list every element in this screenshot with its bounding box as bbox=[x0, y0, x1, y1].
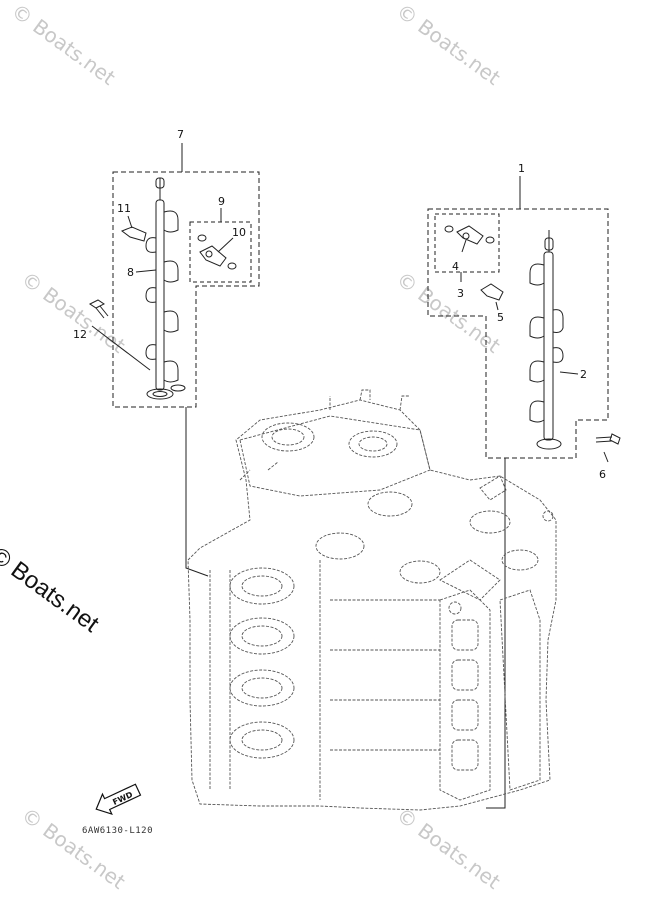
left-fuel-rail-group bbox=[89, 143, 260, 577]
callout-2: 2 bbox=[580, 368, 587, 381]
leader-12 bbox=[91, 325, 151, 371]
engine-block bbox=[187, 389, 557, 811]
callout-5: 5 bbox=[497, 311, 504, 324]
forward-arrow: FWD bbox=[95, 783, 142, 816]
pressure-regulator-right bbox=[444, 225, 495, 245]
pressure-regulator-part bbox=[197, 234, 237, 270]
leader-6 bbox=[603, 451, 609, 463]
clip-11 bbox=[120, 226, 147, 242]
watermark-text: © Boats.net bbox=[7, 0, 120, 90]
bolt-12 bbox=[89, 299, 109, 319]
callout-4: 4 bbox=[452, 260, 459, 273]
clip-5 bbox=[480, 283, 504, 301]
watermark-text: © Boats.net bbox=[392, 0, 505, 90]
leader-2 bbox=[559, 371, 579, 375]
callout-9: 9 bbox=[218, 195, 225, 208]
diagram-code: 6AW6130-L120 bbox=[82, 826, 154, 836]
leader-5 bbox=[495, 301, 499, 311]
group-3-outline bbox=[434, 213, 500, 273]
watermark-group: © Boats.net © Boats.net © Boats.net © Bo… bbox=[7, 0, 505, 894]
callout-labels: 1 2 3 4 5 6 7 8 9 10 11 12 bbox=[73, 128, 606, 481]
callout-3: 3 bbox=[457, 287, 464, 300]
watermark-text: © Boats.net bbox=[17, 803, 130, 894]
callout-8: 8 bbox=[127, 266, 134, 279]
fuel-rail-left bbox=[145, 177, 186, 400]
callout-10: 10 bbox=[232, 226, 246, 239]
leader-11 bbox=[127, 215, 133, 229]
right-fuel-rail-group bbox=[427, 176, 621, 809]
routing-line-left bbox=[185, 407, 209, 577]
callout-6: 6 bbox=[599, 468, 606, 481]
callout-1: 1 bbox=[518, 162, 525, 175]
routing-line-right bbox=[486, 458, 506, 809]
forward-arrow-icon bbox=[95, 783, 142, 816]
group-7-outline bbox=[112, 171, 260, 408]
watermark-text: © Boats.net bbox=[17, 267, 130, 358]
leader-10 bbox=[217, 237, 234, 253]
callout-7: 7 bbox=[177, 128, 184, 141]
fwd-label: FWD bbox=[111, 790, 134, 807]
watermark-text: © Boats.net bbox=[392, 803, 505, 894]
group-9-outline bbox=[189, 221, 252, 283]
leader-4 bbox=[461, 239, 467, 253]
callout-12: 12 bbox=[73, 328, 87, 341]
fuel-rail-right bbox=[529, 230, 564, 450]
callout-11: 11 bbox=[117, 202, 131, 215]
leader-8 bbox=[135, 269, 157, 273]
group-1-outline bbox=[427, 208, 609, 459]
watermark-text: © Boats.net bbox=[392, 267, 505, 358]
bolt-6 bbox=[595, 433, 621, 445]
